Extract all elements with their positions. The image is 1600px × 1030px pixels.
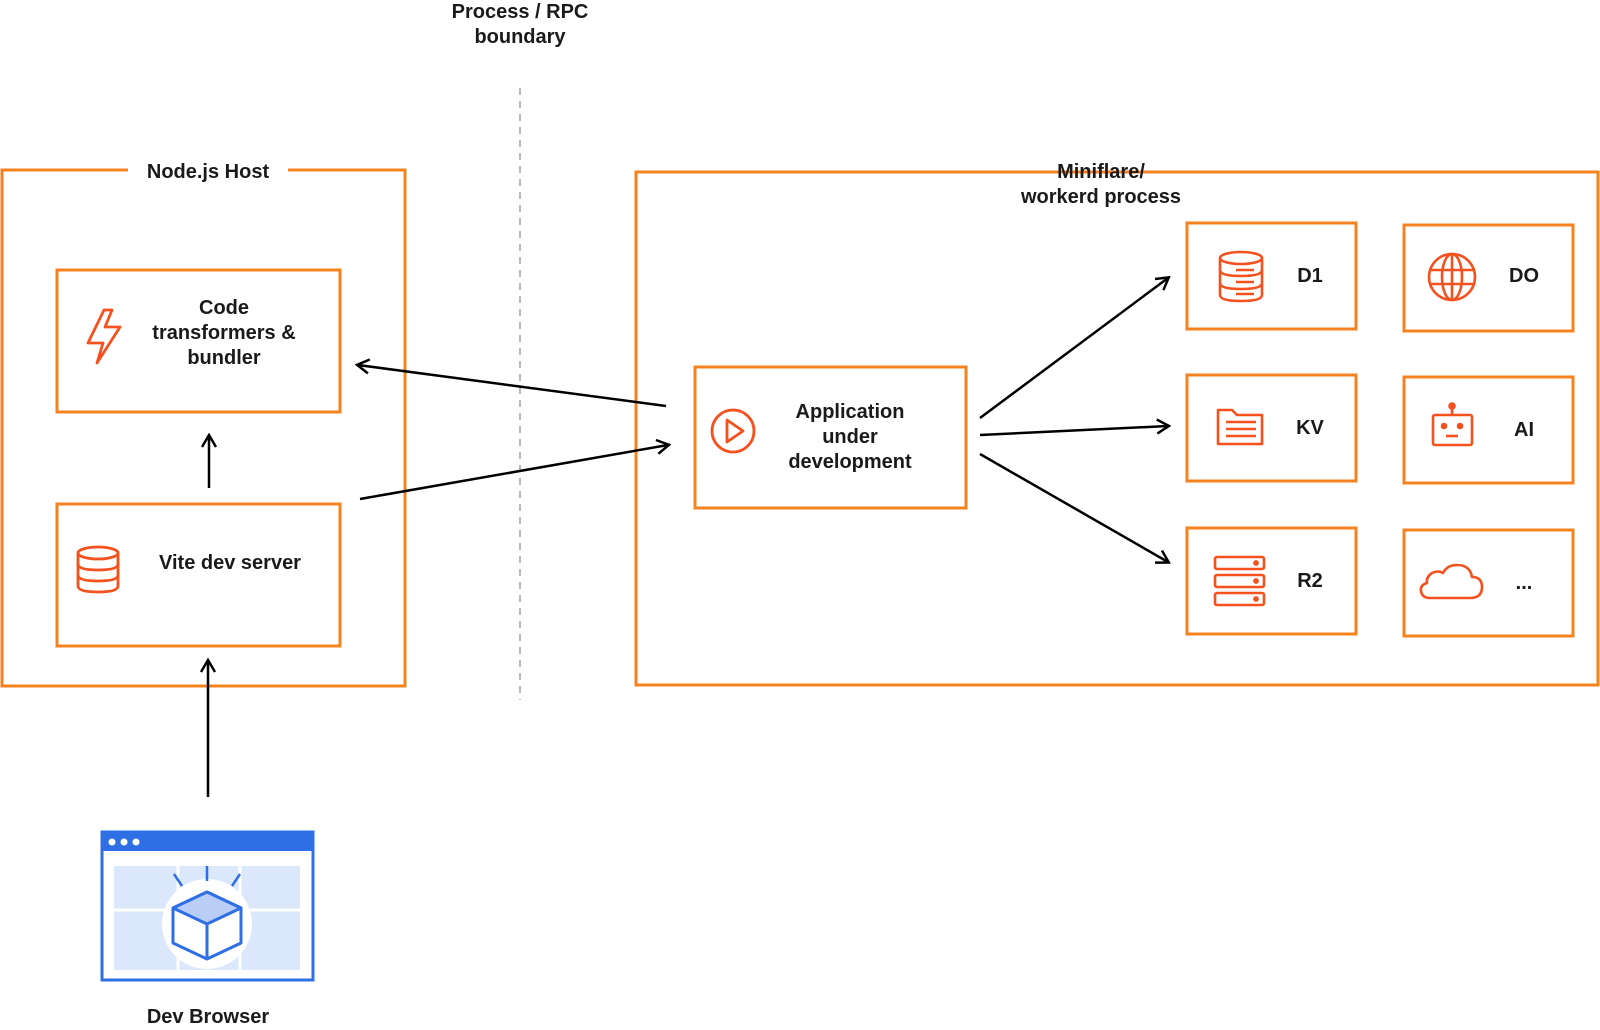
binding-label-d1: D1 (1297, 265, 1323, 287)
arrow-app-to-r2 (979, 452, 1168, 562)
code-transformers-label: Code transformers & bundler (152, 297, 296, 369)
binding-label-kv: KV (1296, 417, 1324, 439)
cloud-icon (1419, 563, 1484, 600)
database-list-icon (1218, 250, 1264, 303)
miniflare-container (634, 170, 1600, 687)
dev-browser-label: Dev Browser (146, 1006, 270, 1028)
binding-box-d1 (1185, 221, 1358, 331)
server-stack-icon (1213, 555, 1266, 607)
arrow-app-to-code (358, 365, 667, 408)
globe-icon (1427, 252, 1477, 302)
miniflare-title: Miniflare/ workerd process (1020, 161, 1182, 208)
binding-label-r2: R2 (1297, 570, 1323, 592)
binding-box-kv (1185, 373, 1358, 483)
file-list-icon (1216, 408, 1264, 446)
application-box (693, 365, 968, 510)
binding-box-do (1402, 223, 1575, 333)
binding-box-more (1402, 528, 1575, 638)
robot-icon (1431, 402, 1474, 447)
boundary-label: Process / RPC boundary (451, 1, 589, 48)
play-circle-icon (710, 408, 756, 454)
application-label: Application under development (788, 401, 912, 473)
vite-dev-server-label: Vite dev server (159, 552, 301, 574)
arrow-app-to-d1 (979, 278, 1168, 420)
lightning-bolt-icon (86, 308, 122, 365)
arrow-vite-to-app (359, 445, 668, 501)
database-icon (76, 545, 120, 594)
binding-label-do: DO (1509, 265, 1539, 287)
browser-window-icon (100, 830, 315, 982)
code-transformers-box (55, 268, 342, 414)
binding-box-r2 (1185, 526, 1358, 636)
binding-label-ai: AI (1514, 419, 1534, 441)
arrow-app-to-kv (979, 426, 1168, 437)
binding-label-more: ... (1515, 572, 1533, 594)
node-host-title: Node.js Host (128, 160, 288, 185)
vite-dev-server-box (55, 502, 342, 648)
